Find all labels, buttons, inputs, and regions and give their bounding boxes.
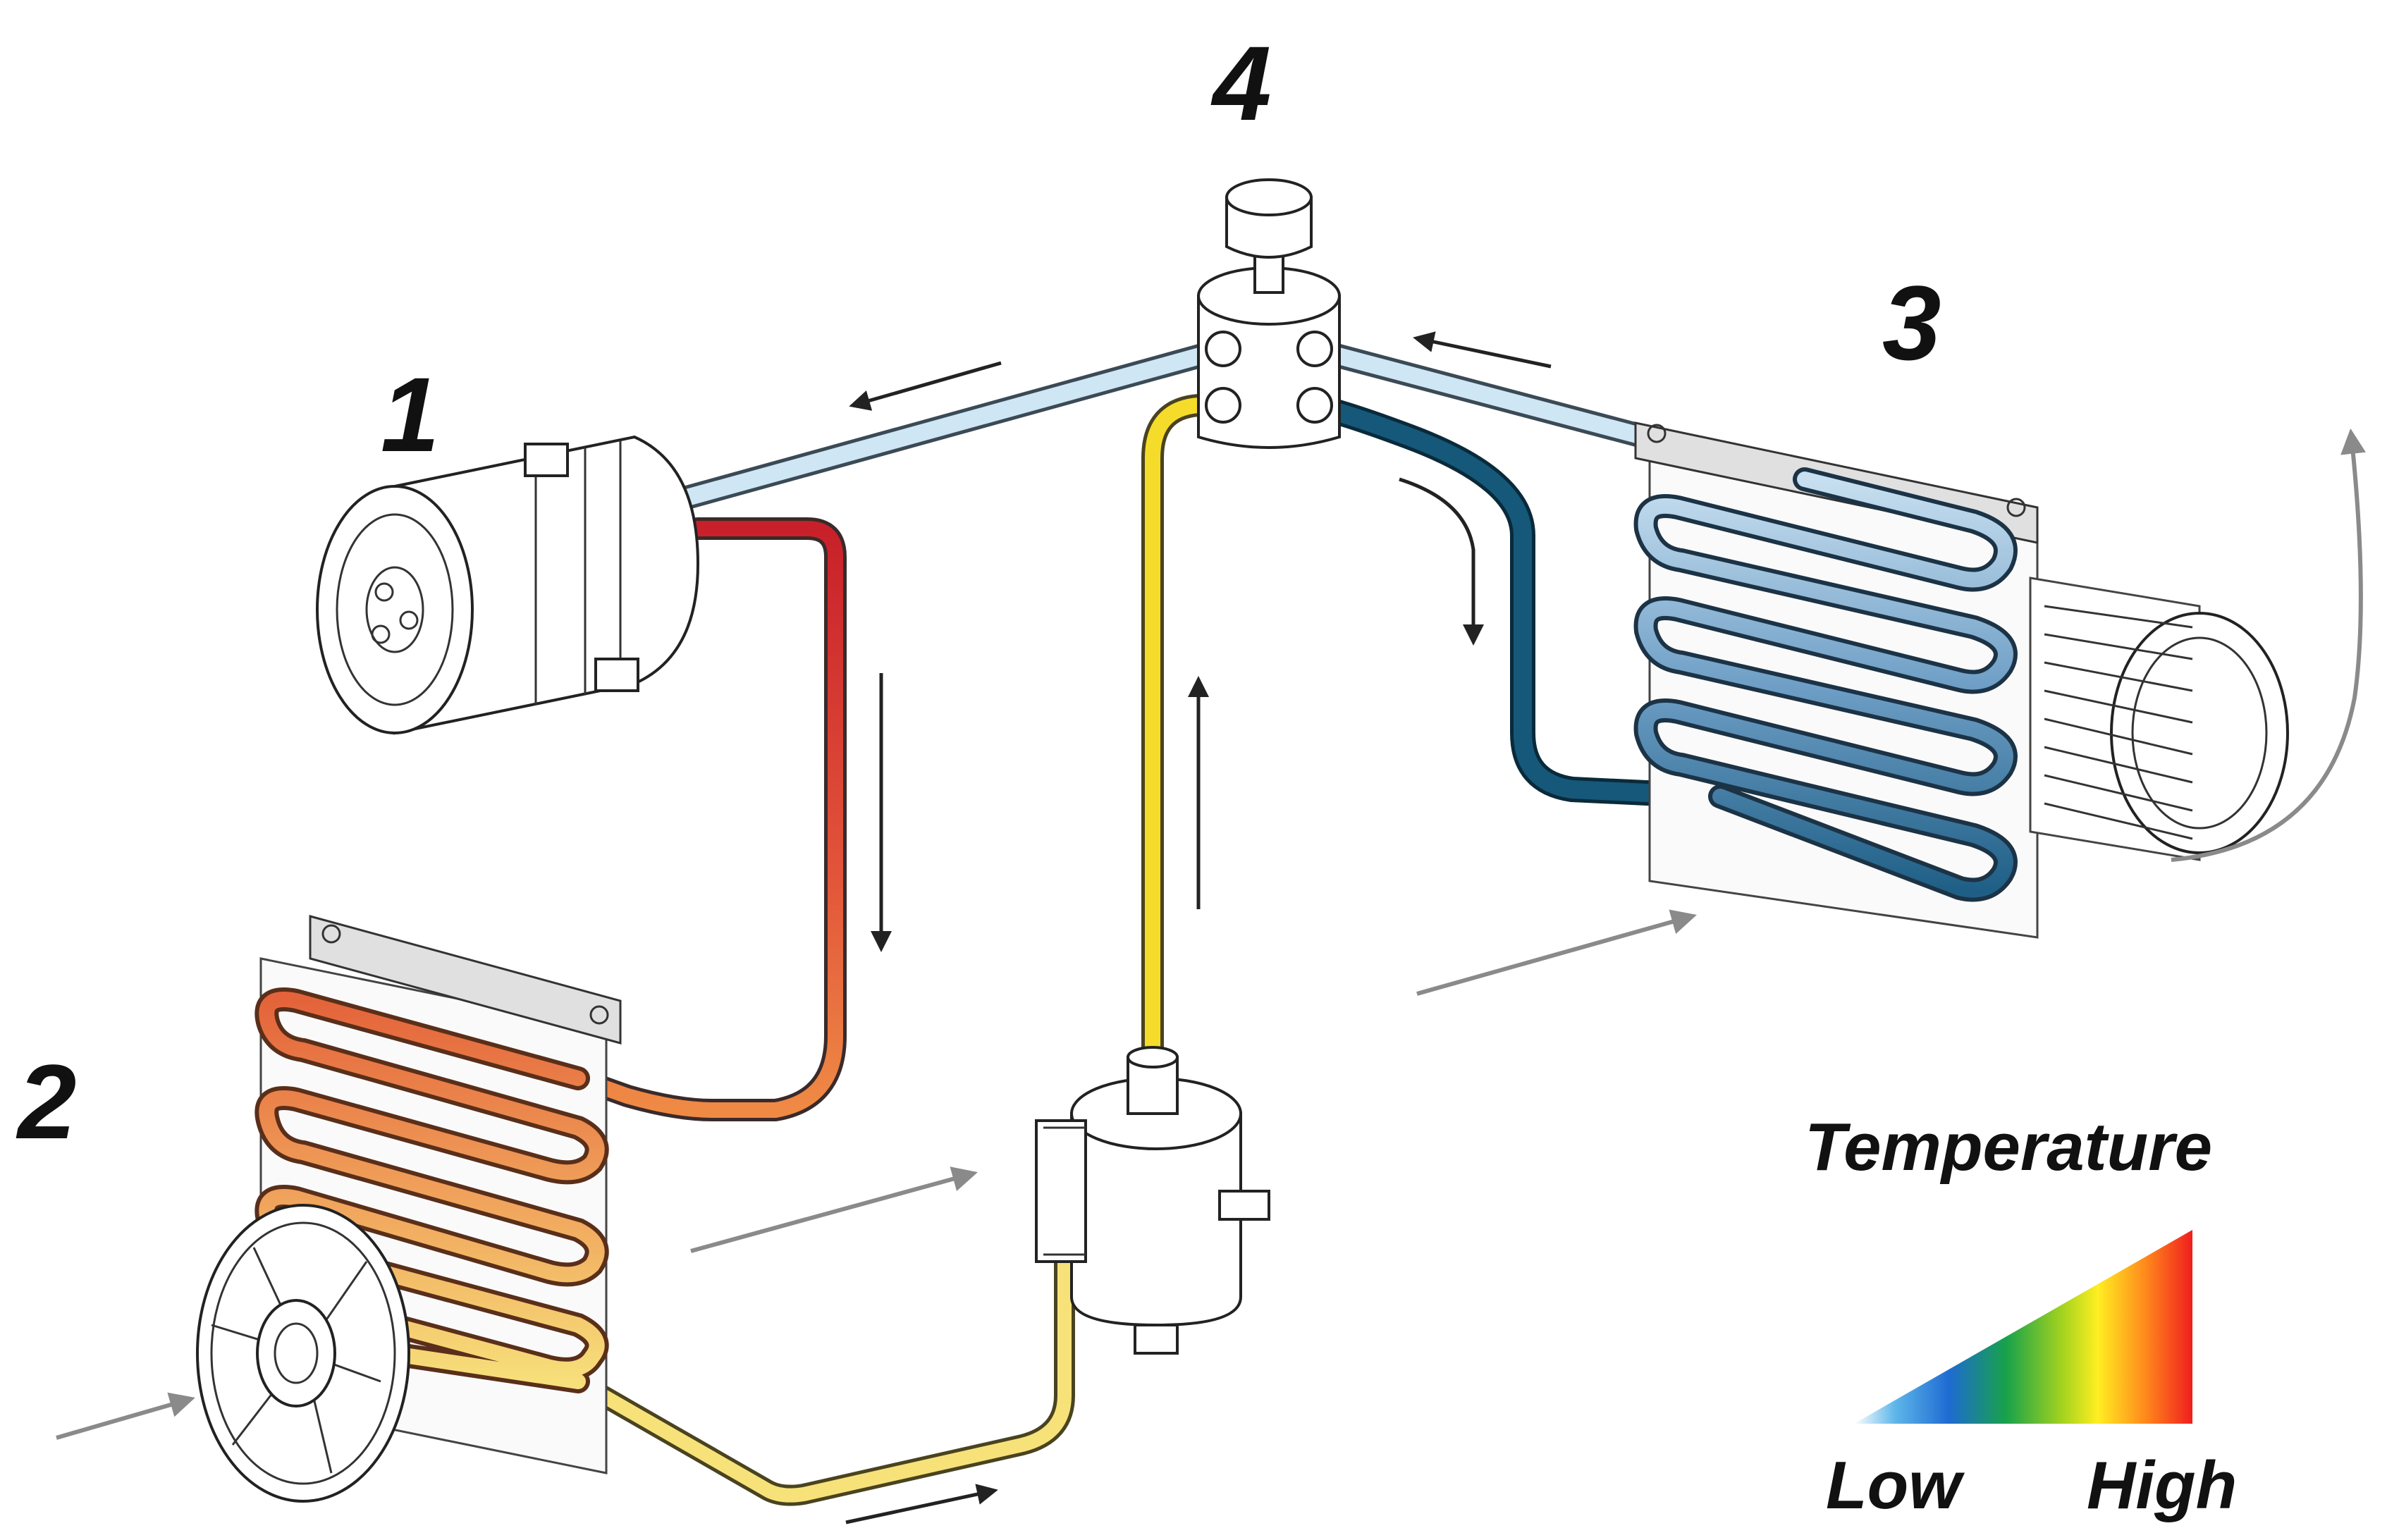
flow-arrow-from-evaporator <box>1413 331 1552 369</box>
label-valve: 4 <box>1210 24 1271 142</box>
evaporator-coils <box>1633 467 2018 902</box>
label-evaporator: 3 <box>1882 264 1941 382</box>
condenser-fan <box>196 1204 410 1503</box>
suction-line <box>665 340 1225 512</box>
receiver-drier <box>1035 1046 1270 1355</box>
label-compressor: 1 <box>381 355 439 474</box>
air-arrow-out-of-blower <box>2171 428 2366 862</box>
flow-arrow-valve-out <box>1399 477 1484 646</box>
temperature-gradient-wedge <box>1854 1230 2192 1424</box>
flow-arrows <box>845 331 1552 1524</box>
air-arrow-into-fan <box>56 1392 195 1440</box>
air-arrow-through-condenser <box>690 1166 978 1253</box>
compressor <box>316 435 700 735</box>
expansion-valve <box>1197 178 1341 449</box>
evaporator-blower <box>2029 577 2289 861</box>
legend-high: High <box>2087 1448 2237 1523</box>
air-arrow-to-evaporator <box>1416 909 1697 996</box>
legend-title: Temperature <box>1805 1109 2212 1185</box>
legend-low: Low <box>1826 1448 1965 1523</box>
liquid-line-up <box>1141 394 1231 1068</box>
flow-arrow-to-compressor <box>849 361 1002 411</box>
discharge-line <box>567 517 847 1121</box>
evaporator <box>1633 421 2039 939</box>
air-flow-arrows <box>56 428 2366 1440</box>
label-condenser: 2 <box>16 1042 76 1161</box>
cold-line <box>1313 396 1733 809</box>
flow-arrow-liquid-right <box>845 1484 998 1524</box>
condenser-coils <box>254 987 609 1393</box>
temperature-legend: Temperature Low High <box>1805 1109 2237 1523</box>
liquid-line-bottom <box>567 1244 1075 1506</box>
